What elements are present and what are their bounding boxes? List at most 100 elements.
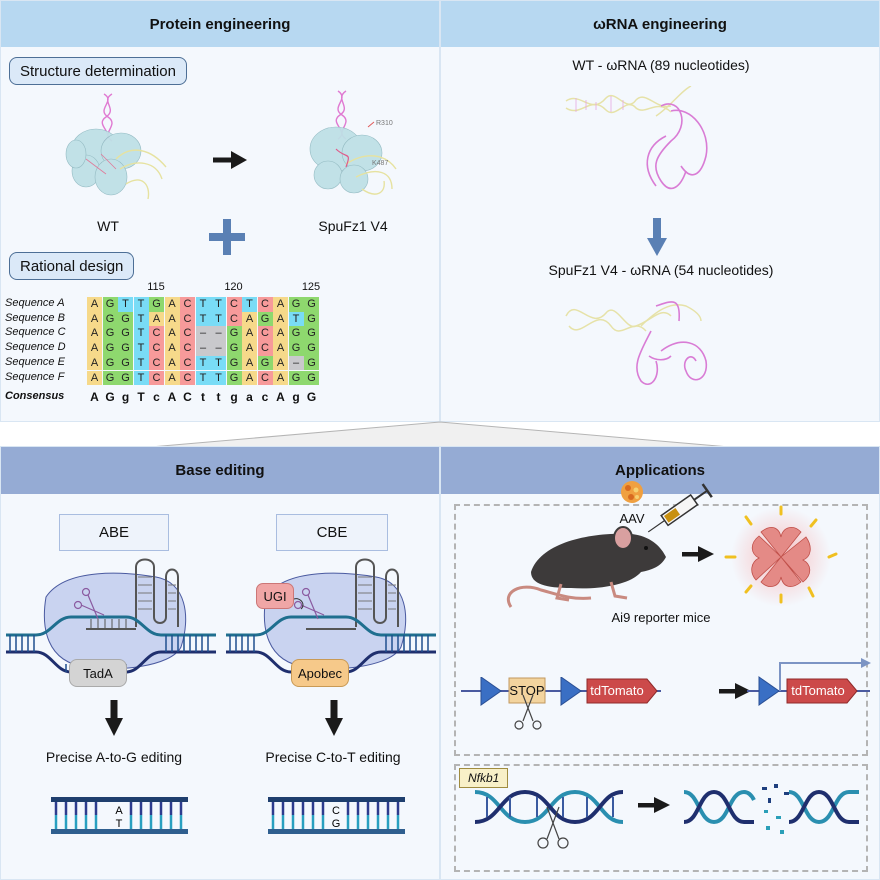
alignment-cell: C (180, 297, 195, 312)
alignment-cell: C (257, 326, 273, 341)
alignment-cell: A (164, 370, 180, 385)
alignment-cell: A (273, 326, 288, 341)
consensus-base: g (292, 390, 300, 405)
variant-structure-label: SpuFz1 V4 (318, 218, 388, 234)
structure-determination-pill: Structure determination (9, 57, 187, 85)
alignment-cell: C (180, 326, 195, 341)
dna-double-helix-icon (475, 789, 624, 849)
alignment-cell: G (102, 326, 118, 341)
alignment-cell: G (149, 297, 164, 312)
alignment-cell: A (242, 355, 257, 371)
apobec-domain: Apobec (291, 659, 349, 687)
alignment-cell: A (273, 370, 288, 385)
alignment-cell: C (257, 370, 273, 385)
alignment-cell: T (118, 297, 133, 312)
abe-result-label: Precise A-to-G editing (45, 749, 183, 765)
down-arrow-icon (647, 218, 667, 256)
alignment-cell: G (288, 370, 304, 385)
alignment-cell: – (211, 341, 226, 356)
alignment-cell: A (273, 355, 288, 371)
position-tick-label: 125 (301, 281, 321, 293)
wt-rna-structure (565, 86, 708, 190)
alignment-cell: G (304, 311, 319, 327)
alignment-cell: G (288, 297, 304, 312)
stop-label: STOP (509, 683, 545, 698)
variant-protein-structure: R310 K487 (309, 90, 397, 195)
alignment-cell: T (195, 370, 211, 385)
alignment-cell: G (118, 341, 133, 356)
cbe-label-box: CBE (276, 514, 388, 551)
consensus-base: t (216, 390, 221, 405)
alignment-cell: C (226, 297, 242, 312)
abe-label-box: ABE (59, 514, 169, 551)
right-arrow-icon (213, 151, 247, 169)
ugi-domain: UGI (256, 583, 294, 609)
alignment-cell: A (273, 341, 288, 356)
alignment-cell: G (102, 311, 118, 327)
tdtomato-label-after: tdTomato (791, 683, 845, 698)
alignment-cell: G (226, 355, 242, 371)
alignment-cell: – (211, 326, 226, 341)
applications-header: Applications (441, 447, 879, 494)
alignment-cell: – (288, 355, 304, 371)
alignment-cell: G (118, 355, 133, 371)
sequence-name: Sequence B (5, 311, 65, 324)
alignment-cell: A (164, 311, 180, 327)
alignment-cell: T (133, 355, 149, 371)
alignment-cell: T (133, 311, 149, 327)
alignment-cell: A (242, 341, 257, 356)
plus-icon (209, 219, 245, 255)
alignment-cell: T (211, 297, 226, 312)
position-tick-label: 120 (224, 281, 243, 293)
consensus-base: A (167, 390, 177, 405)
alignment-cell: T (133, 370, 149, 385)
abe-edited-dna: A T (51, 797, 188, 834)
alignment-cell: A (242, 311, 257, 327)
reporter-construct-before (461, 677, 661, 730)
consensus-base: C (183, 390, 192, 405)
abe-down-arrow-icon (105, 700, 123, 736)
consensus-base: a (246, 390, 253, 405)
wt-rna-label: WT - ωRNA (89 nucleotides) (572, 57, 750, 73)
consensus-base: t (201, 390, 205, 405)
alignment-cell: G (102, 370, 118, 385)
reporter-construct-after (747, 658, 871, 706)
alignment-cell: G (304, 326, 319, 341)
alignment-cell: A (164, 355, 180, 371)
ugi-label: UGI (263, 588, 287, 604)
alignment-cell: C (180, 355, 195, 371)
alignment-cell: G (118, 311, 133, 327)
syringe-icon (647, 483, 713, 533)
gene-knockout-box (454, 764, 868, 872)
alignment-cell: C (180, 311, 195, 327)
alignment-cell: A (242, 370, 257, 385)
alignment-cell: A (164, 297, 180, 312)
alignment-cell: T (133, 297, 149, 312)
alignment-cell: A (87, 326, 102, 341)
alignment-cell: T (288, 311, 304, 327)
base-editing-header: Base editing (1, 447, 439, 494)
right-arrow-icon (719, 683, 751, 699)
alignment-cell: A (242, 326, 257, 341)
consensus-base: c (261, 390, 269, 405)
alignment-cell: C (180, 370, 195, 385)
nfkb1-gene-label: Nfkb1 (459, 768, 509, 788)
alignment-cell: A (87, 297, 102, 312)
alignment-cell: T (133, 326, 149, 341)
variant-rna-structure (565, 301, 708, 385)
alignment-cell: C (149, 370, 164, 385)
alignment-cell: T (195, 355, 211, 371)
rna-engineering-header: ωRNA engineering (441, 1, 879, 47)
cbe-result-label: Precise C-to-T editing (265, 749, 401, 765)
tada-label: TadA (83, 665, 113, 681)
alignment-cell: A (87, 311, 102, 327)
alignment-cell: G (304, 297, 319, 312)
mice-label: Ai9 reporter mice (611, 610, 711, 625)
in-vivo-reporter-box (454, 504, 868, 756)
alignment-cell: G (118, 326, 133, 341)
consensus-base: G (306, 390, 317, 405)
aav-particle-icon (621, 481, 643, 503)
cleaved-dna-icon (684, 784, 859, 834)
sequence-name: Sequence E (5, 355, 65, 368)
